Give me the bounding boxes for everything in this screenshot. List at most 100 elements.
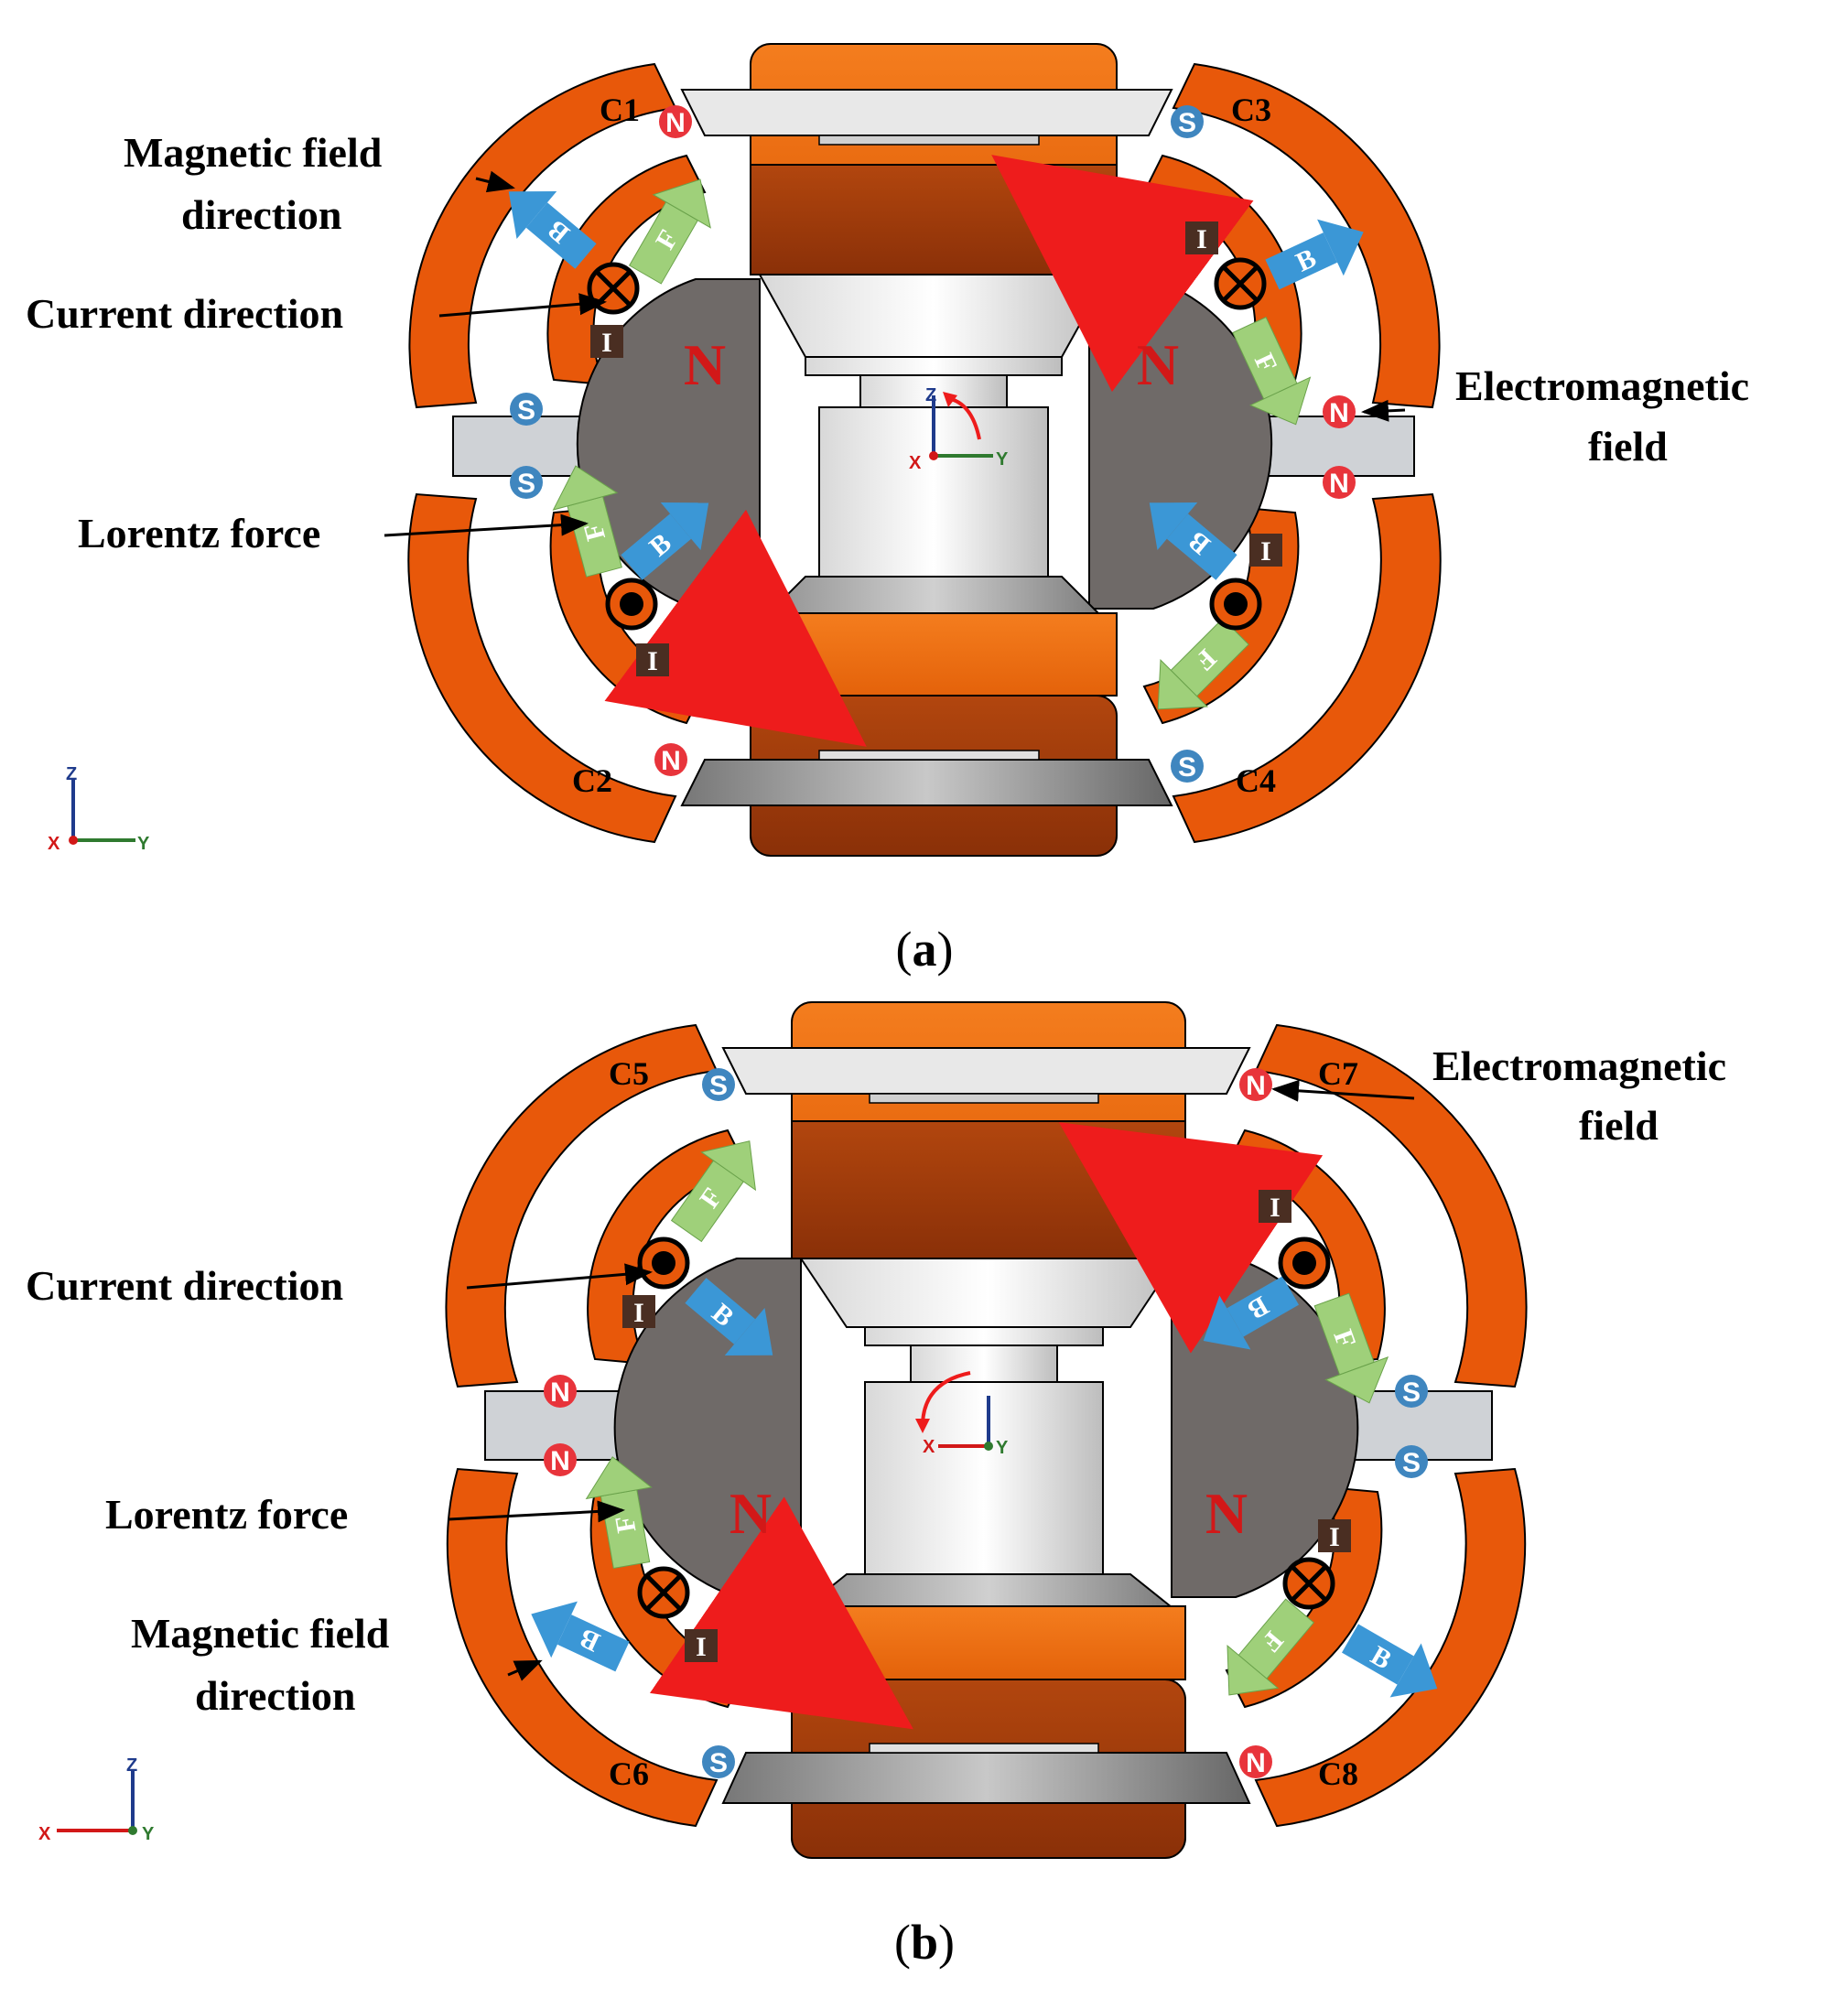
svg-text:S: S xyxy=(709,1748,728,1778)
panel-b: B B B B F F F F xyxy=(26,1001,1726,1970)
magnet-left-pole: N xyxy=(684,332,726,397)
current-label-c3: I xyxy=(1185,221,1218,254)
coil-c4-outer xyxy=(1172,492,1442,844)
annotation-electromagnetic-field-b-2: field xyxy=(1579,1102,1659,1149)
top-bevel xyxy=(680,89,1173,136)
pole-b-left-lower: N xyxy=(544,1443,577,1476)
svg-text:N: N xyxy=(1246,1748,1266,1778)
coil-c5-outer xyxy=(445,1023,719,1388)
pole-b-c5-top: S xyxy=(702,1068,735,1101)
svg-text:S: S xyxy=(1402,1448,1421,1478)
coil-c3-outer xyxy=(1172,62,1441,409)
force-arrow-c7: F xyxy=(1313,1292,1389,1404)
coil-c6-label: C6 xyxy=(609,1755,649,1792)
force-arrow-c1: F xyxy=(628,178,711,285)
pole-a-right-upper: N xyxy=(1323,395,1356,428)
svg-text:N: N xyxy=(1329,469,1349,499)
field-arrow-c3: B xyxy=(1265,219,1364,290)
annotation-lorentz-force-b: Lorentz force xyxy=(105,1491,348,1538)
center-axes-b: X Y xyxy=(915,1371,1009,1458)
pole-a-c4-bottom: S xyxy=(1171,750,1204,783)
svg-text:I: I xyxy=(601,328,612,358)
corner-axes-b: Z X Y xyxy=(38,1755,155,1844)
svg-text:S: S xyxy=(517,395,535,426)
svg-text:Y: Y xyxy=(996,449,1009,470)
annotation-electromagnetic-field-b: Electromagnetic xyxy=(1432,1042,1726,1089)
svg-text:N: N xyxy=(665,108,686,138)
current-label-c1: I xyxy=(590,325,623,358)
svg-text:Z: Z xyxy=(925,385,936,405)
current-out-c2 xyxy=(605,578,658,631)
svg-text:Z: Z xyxy=(66,764,77,784)
current-label-c7: I xyxy=(1259,1190,1291,1223)
annotation-electromagnetic-field: Electromagnetic xyxy=(1455,362,1749,409)
svg-text:X: X xyxy=(48,834,60,854)
pole-a-c2-bottom: N xyxy=(654,743,687,776)
pole-b-c8-bottom: N xyxy=(1239,1745,1272,1778)
current-label-c8: I xyxy=(1318,1519,1351,1552)
annotation-magnetic-field: Magnetic field xyxy=(124,129,383,176)
current-into-c6 xyxy=(637,1566,690,1619)
svg-text:I: I xyxy=(1196,224,1207,254)
pole-b-c7-top: N xyxy=(1239,1068,1272,1101)
pole-a-left-lower: S xyxy=(510,466,543,499)
current-label-c5: I xyxy=(622,1295,655,1328)
svg-text:I: I xyxy=(1329,1522,1340,1552)
panel-a: B B B B F F F F xyxy=(26,43,1749,977)
rotation-arrow-bottom xyxy=(604,509,867,747)
svg-text:I: I xyxy=(633,1298,644,1328)
caption-a: (a) xyxy=(896,922,954,977)
pole-a-left-upper: S xyxy=(510,393,543,426)
current-out-c5 xyxy=(637,1237,690,1290)
magnet-right-pole-b: N xyxy=(1205,1481,1248,1546)
force-arrow-c4: F xyxy=(1157,618,1249,710)
annotation-magnetic-field-b: Magnetic field xyxy=(131,1610,390,1657)
svg-text:I: I xyxy=(1260,536,1271,567)
coil-c3-label: C3 xyxy=(1231,92,1271,128)
pole-a-right-lower: N xyxy=(1323,466,1356,499)
coil-c2-outer xyxy=(407,492,677,844)
current-into-c8 xyxy=(1282,1557,1335,1610)
svg-text:S: S xyxy=(1178,752,1196,783)
annotation-electromagnetic-field-2: field xyxy=(1588,423,1668,470)
pole-b-right-lower: S xyxy=(1395,1445,1428,1478)
pole-b-c6-bottom: S xyxy=(702,1745,735,1778)
current-out-c4 xyxy=(1209,578,1262,631)
annotation-current-direction: Current direction xyxy=(26,290,343,337)
svg-text:N: N xyxy=(550,1377,570,1408)
magnet-left-pole-b: N xyxy=(729,1481,772,1546)
coil-c8-label: C8 xyxy=(1318,1755,1358,1792)
current-into-c3 xyxy=(1214,257,1267,310)
corner-axes-a: Z X Y xyxy=(48,764,150,854)
svg-text:Y: Y xyxy=(142,1824,155,1844)
current-out-c7 xyxy=(1278,1237,1331,1290)
svg-text:I: I xyxy=(1270,1193,1281,1223)
magnet-right-pole: N xyxy=(1137,332,1179,397)
annotation-current-direction-b: Current direction xyxy=(26,1262,343,1309)
svg-text:Z: Z xyxy=(126,1755,137,1776)
coil-c2-label: C2 xyxy=(572,762,612,799)
svg-text:I: I xyxy=(647,646,658,676)
svg-text:I: I xyxy=(696,1632,707,1662)
annotation-magnetic-field-2: direction xyxy=(181,191,341,238)
coil-c1-label: C1 xyxy=(600,92,640,128)
svg-text:Y: Y xyxy=(137,834,150,854)
force-arrow-c5: F xyxy=(670,1140,757,1243)
svg-text:S: S xyxy=(709,1071,728,1101)
coil-c8-outer xyxy=(1254,1467,1527,1828)
pole-a-c1-top: N xyxy=(659,105,692,138)
coil-c5-label: C5 xyxy=(609,1055,649,1092)
svg-text:N: N xyxy=(1329,398,1349,428)
svg-text:N: N xyxy=(1246,1071,1266,1101)
caption-b: (b) xyxy=(894,1915,955,1970)
coil-c1-outer xyxy=(408,62,677,409)
svg-text:N: N xyxy=(661,746,681,776)
svg-text:N: N xyxy=(550,1446,570,1476)
current-label-c2: I xyxy=(636,643,669,676)
svg-text:X: X xyxy=(923,1437,935,1457)
annotation-lorentz-force: Lorentz force xyxy=(78,510,320,556)
center-axes-a: Z X Y xyxy=(909,385,1009,473)
current-label-c4: I xyxy=(1249,534,1282,567)
current-label-c6: I xyxy=(685,1629,718,1662)
